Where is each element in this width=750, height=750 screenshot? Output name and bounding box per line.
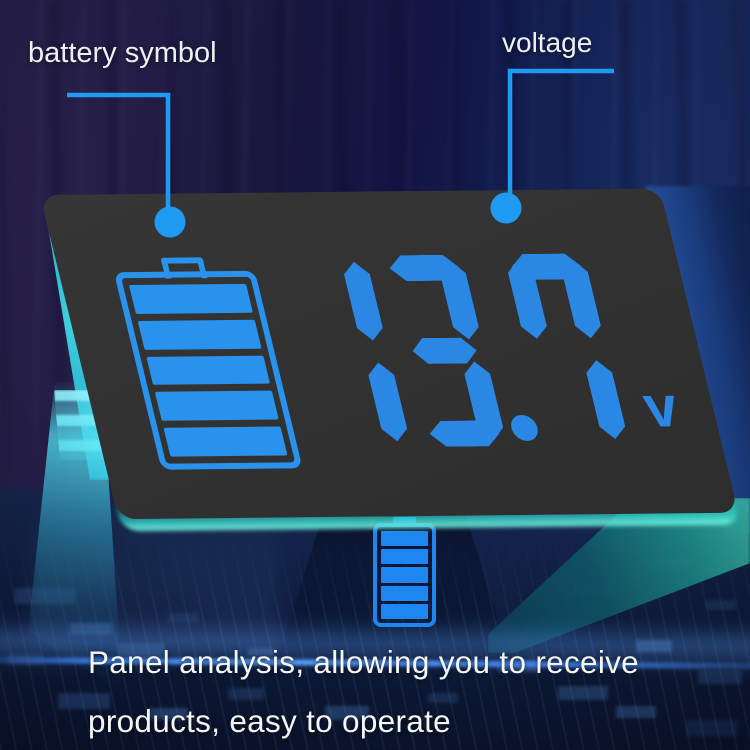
battery-icon <box>373 517 436 627</box>
battery-bar <box>381 585 428 601</box>
battery-bar <box>381 603 428 620</box>
battery-bar <box>154 390 279 421</box>
battery-bar <box>381 567 428 583</box>
voltage-display <box>337 253 629 447</box>
battery-bar <box>381 531 428 547</box>
voltage-label: voltage <box>502 27 593 58</box>
segment-c <box>583 360 628 439</box>
battery-bar <box>128 283 253 314</box>
caption: Panel analysis, allowing you to receive … <box>88 633 639 750</box>
battery-symbol-label: battery symbol <box>28 37 217 69</box>
battery-bar <box>163 426 288 457</box>
voltage-unit: v <box>636 374 685 440</box>
battery-level-icon <box>110 257 303 470</box>
voltmeter-panel: v <box>40 188 739 520</box>
battery-bar <box>146 355 271 386</box>
segment-g <box>409 337 479 364</box>
battery-bar <box>137 319 262 350</box>
segment-b <box>559 259 604 338</box>
battery-body <box>373 523 436 627</box>
battery-bar <box>381 549 428 565</box>
decimal-point <box>508 414 541 442</box>
battery-body <box>113 270 303 470</box>
segment-b <box>341 262 386 341</box>
segment-c <box>365 362 410 441</box>
caption-line2: products, easy to operate <box>88 703 451 739</box>
segment-b <box>437 261 482 340</box>
caption-line1: Panel analysis, allowing you to receive <box>88 644 639 680</box>
